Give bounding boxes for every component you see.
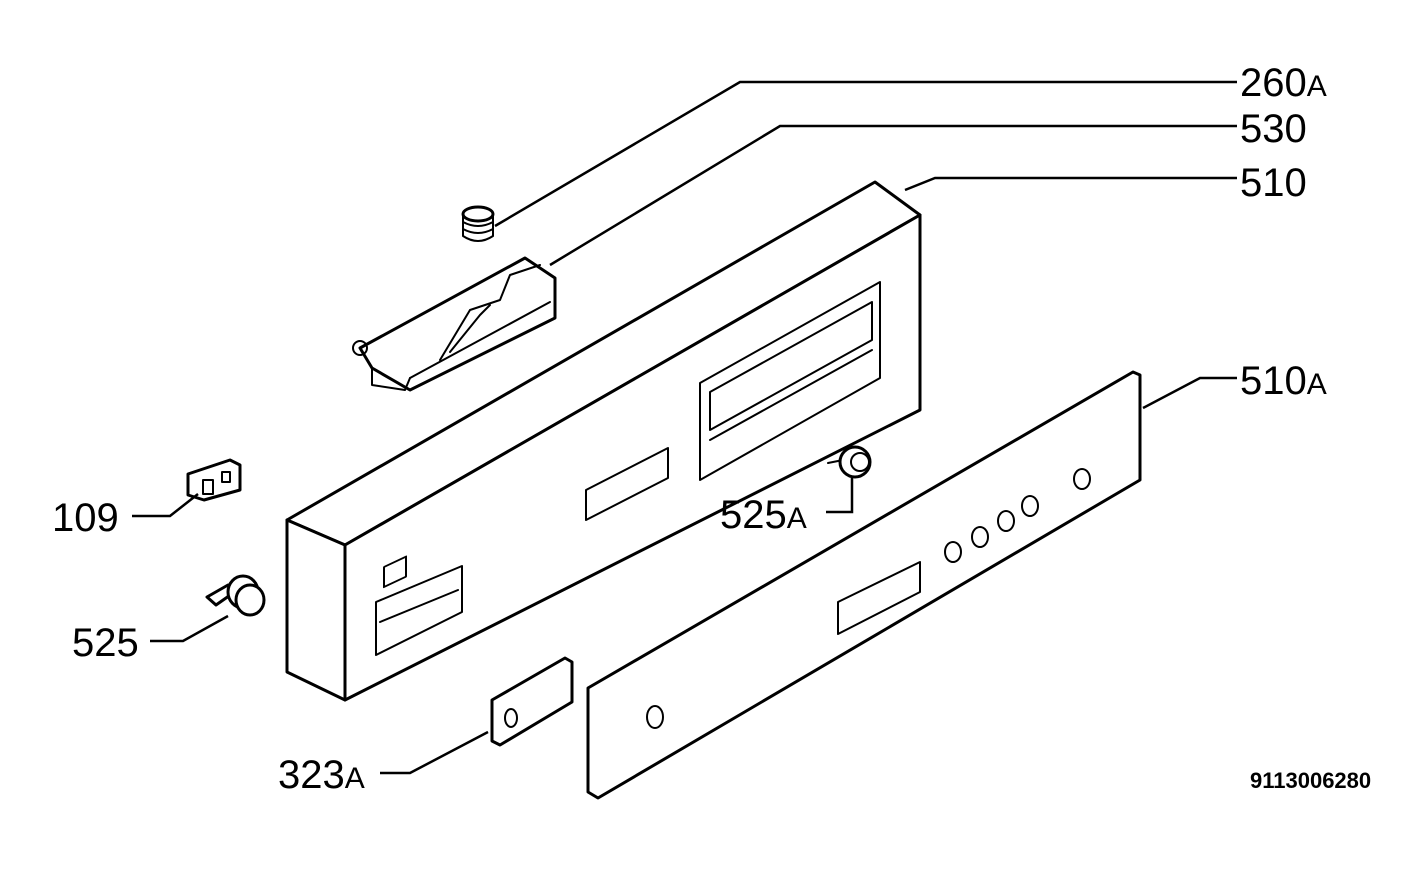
callout-109: 109 bbox=[52, 496, 119, 540]
callout-525: 525 bbox=[72, 621, 139, 665]
callout-510a: 510A bbox=[1240, 359, 1327, 403]
cover-plate bbox=[490, 656, 574, 747]
callout-530: 530 bbox=[1240, 107, 1307, 151]
callout-525a: 525A bbox=[720, 493, 807, 537]
switch-clip bbox=[186, 458, 242, 502]
spring bbox=[461, 205, 495, 242]
front-fascia-panel bbox=[586, 370, 1142, 800]
latch-bracket bbox=[352, 256, 557, 392]
leader-lines bbox=[132, 80, 1237, 775]
control-knob bbox=[827, 445, 872, 479]
callout-260a: 260A bbox=[1240, 61, 1327, 105]
drawing-number: 9113006280 bbox=[1250, 768, 1371, 793]
indicator-lamp bbox=[205, 574, 266, 617]
callout-323a: 323A bbox=[278, 753, 365, 797]
callout-510: 510 bbox=[1240, 161, 1307, 205]
control-panel-housing bbox=[285, 180, 922, 702]
